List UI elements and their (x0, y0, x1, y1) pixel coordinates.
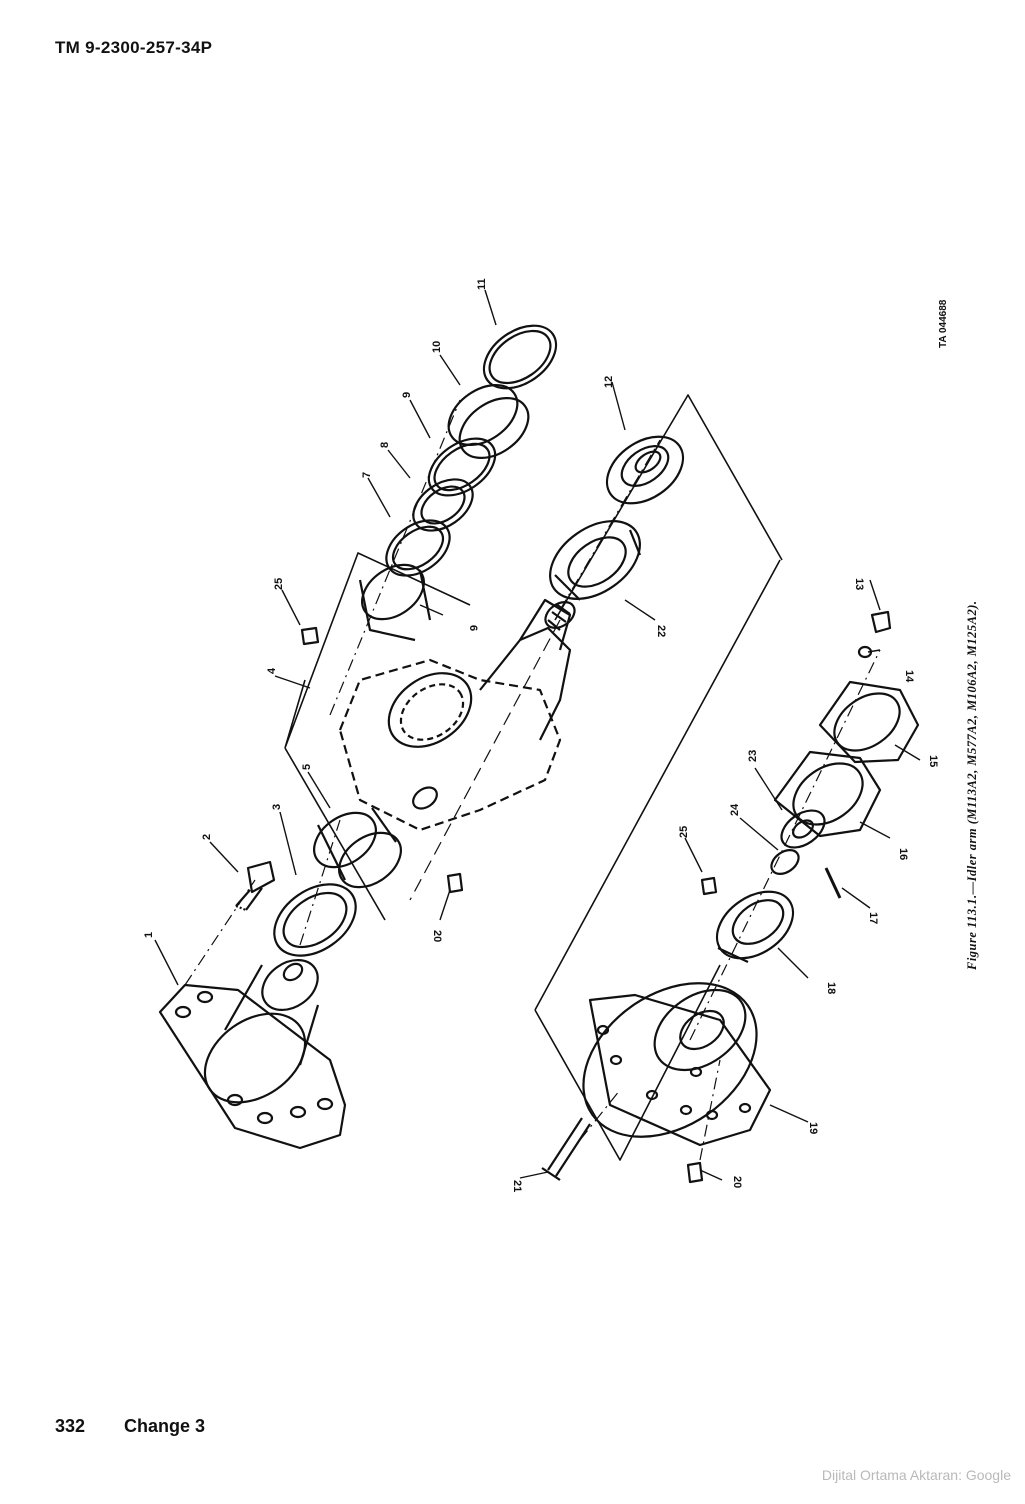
callout-13: 13 (853, 578, 865, 590)
callout-18: 18 (825, 982, 837, 994)
callout-22: 22 (655, 625, 667, 637)
part-5-bearing-cup (313, 807, 402, 889)
part-25-fitting (300, 626, 320, 646)
part-22-bearing-cone (549, 520, 642, 601)
part-20-fitting-lower (686, 1161, 704, 1184)
callout-19: 19 (807, 1122, 819, 1134)
part-1-flange (158, 958, 347, 1150)
digitizer-watermark: Dijital Ortama Aktaran: Google (821, 1467, 1011, 1483)
part-25-fitting-lower (700, 876, 718, 896)
part-2-bolt (235, 860, 276, 912)
part-16-gasket (773, 750, 882, 838)
part-13-bolt (870, 610, 892, 634)
callout-17: 17 (867, 912, 879, 924)
callout-25b: 25 (678, 826, 690, 838)
part-3-seal (273, 883, 357, 957)
callout-5: 5 (301, 764, 313, 770)
figure-caption: Figure 113.1.—Idler arm (M113A2, M577A2,… (965, 600, 979, 970)
part-4-housing (338, 598, 576, 832)
part-18-bearing (715, 890, 795, 963)
part-24-washer (770, 849, 800, 875)
callout-25a: 25 (273, 578, 285, 590)
ta-code: TA 044688 (938, 299, 949, 348)
part-19-hub (582, 982, 772, 1147)
part-20-fitting (446, 872, 464, 894)
callout-2: 2 (201, 834, 213, 840)
callout-20a: 20 (431, 930, 443, 942)
callout-7: 7 (361, 472, 373, 478)
callout-11: 11 (476, 278, 488, 290)
part-6-bearing-cup (358, 563, 432, 642)
callout-9: 9 (401, 392, 413, 398)
callout-1: 1 (143, 932, 155, 938)
callout-15: 15 (927, 755, 939, 767)
change-label: Change 3 (124, 1416, 206, 1436)
part-21-stud (547, 1117, 591, 1177)
callout-12: 12 (603, 376, 615, 388)
part-11-retaining-ring (482, 324, 558, 390)
part-15-cap (818, 680, 920, 764)
callout-16: 16 (897, 848, 909, 860)
part-9-ring (427, 437, 497, 497)
callout-20b: 20 (731, 1176, 743, 1188)
callout-24: 24 (729, 803, 741, 816)
callout-4: 4 (266, 667, 278, 674)
part-23-nut (780, 809, 826, 849)
callout-10: 10 (431, 341, 443, 353)
callout-14: 14 (903, 670, 915, 683)
part-17-pin (824, 867, 842, 899)
callout-23: 23 (747, 750, 759, 762)
callout-21: 21 (511, 1180, 523, 1192)
callout-6: 6 (467, 625, 479, 631)
part-12-bearing (605, 435, 685, 505)
callout-8: 8 (379, 442, 391, 448)
callout-3: 3 (271, 804, 283, 810)
part-10-plug (447, 383, 530, 460)
manual-number: TM 9-2300-257-34P (55, 38, 213, 57)
page-number: 332 (55, 1416, 86, 1436)
